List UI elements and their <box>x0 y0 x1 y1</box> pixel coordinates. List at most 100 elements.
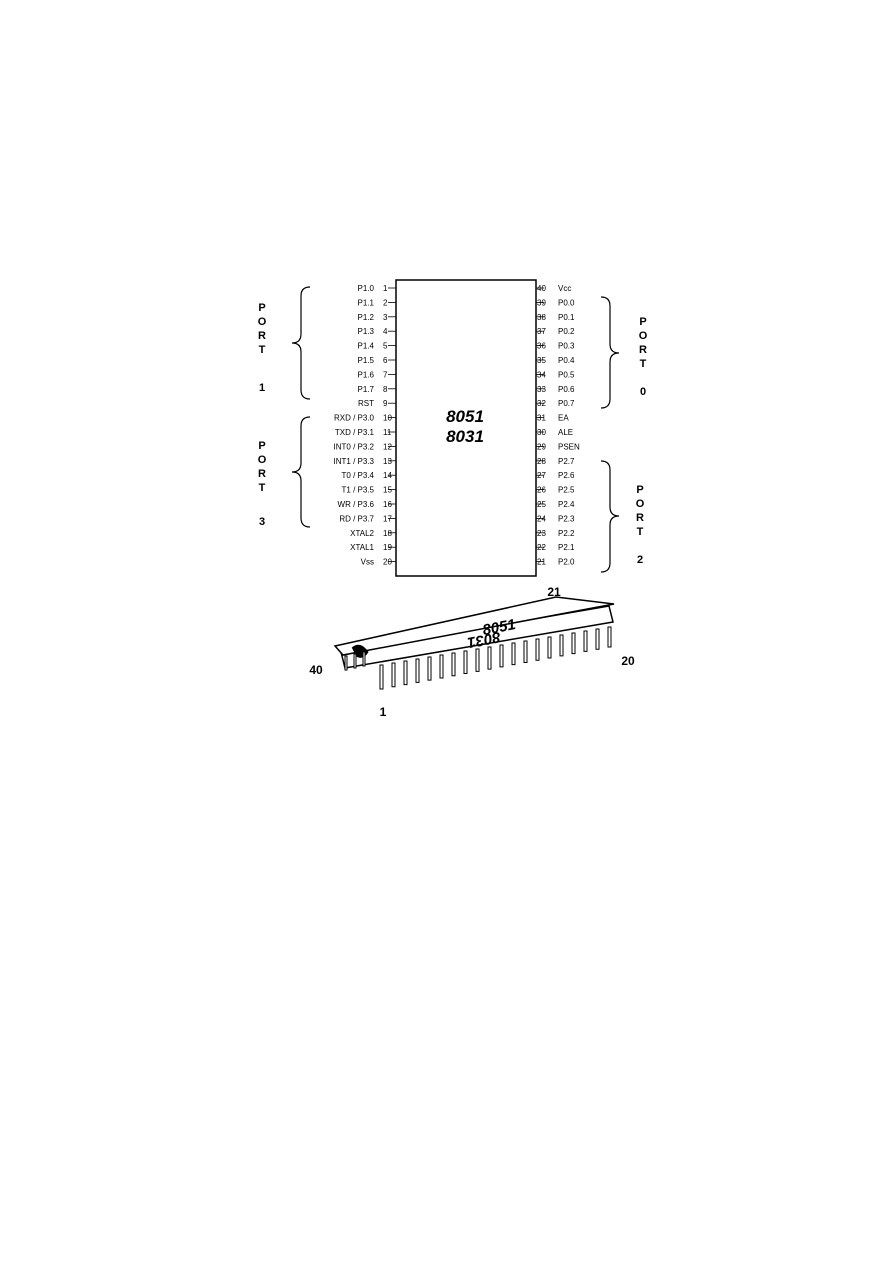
left-pin-label: Vss <box>361 558 374 567</box>
port-0-letter: 0 <box>640 386 646 398</box>
right-pin-number: 22 <box>537 543 546 552</box>
left-pin-label: T0 / P3.4 <box>342 471 375 480</box>
port-3-letter: O <box>258 454 267 466</box>
port-0-letter: P <box>639 316 646 328</box>
left-pin-label: P1.2 <box>358 313 375 322</box>
package-pin-1-label: 1 <box>380 705 387 719</box>
right-pin-number: 28 <box>537 457 546 466</box>
left-pin-number: 19 <box>383 543 392 552</box>
chip-name-line2: 8031 <box>446 427 484 446</box>
package-pin <box>595 628 600 650</box>
package-pin-row <box>344 626 612 690</box>
left-pin-label: P1.6 <box>358 370 375 379</box>
left-pin-number: 7 <box>383 370 388 379</box>
left-pin-number: 2 <box>383 298 388 307</box>
package-rear-pin <box>353 653 357 669</box>
left-pin-label: P1.1 <box>358 298 375 307</box>
left-pin-number: 8 <box>383 385 388 394</box>
right-pin-label: ALE <box>558 428 573 437</box>
right-pin-label: P0.3 <box>558 342 575 351</box>
right-pin-number: 26 <box>537 486 546 495</box>
right-pin-number: 39 <box>537 298 546 307</box>
package-label-line1: 8051 <box>481 616 517 639</box>
right-pin-number: 34 <box>537 370 546 379</box>
left-pin-label: P1.5 <box>358 356 375 365</box>
package-label-line2: 8031 <box>466 628 502 651</box>
port-1-letter: R <box>258 330 266 342</box>
package-pin <box>511 642 516 666</box>
package-pin <box>391 662 396 688</box>
port-2-letter: 2 <box>637 554 643 566</box>
right-pin-label: Vcc <box>558 284 571 293</box>
package-pin <box>487 646 492 670</box>
package-pin <box>415 658 420 683</box>
left-pin-label: P1.3 <box>358 327 375 336</box>
port-2-letter: P <box>636 484 643 496</box>
brace-port-2 <box>600 460 620 573</box>
right-pin-number: 24 <box>537 514 546 523</box>
right-pin-number: 40 <box>537 284 546 293</box>
port-1-letter: O <box>258 316 267 328</box>
dip-package-illustration: 8051 8031 40 1 21 20 <box>309 585 635 719</box>
port-1-letter: P <box>258 302 265 314</box>
right-pin-number: 27 <box>537 471 546 480</box>
package-pin <box>547 636 552 659</box>
package-pin <box>535 638 540 661</box>
package-pin-40-label: 40 <box>309 663 323 677</box>
chip-name-line1: 8051 <box>446 407 484 426</box>
package-pin <box>571 632 576 655</box>
package-pin-20-label: 20 <box>621 654 635 668</box>
port-3-letter: 3 <box>259 516 265 528</box>
port-2-letter: R <box>636 512 644 524</box>
left-pin-number: 20 <box>383 558 392 567</box>
left-pin-number: 1 <box>383 284 388 293</box>
brace-port-1 <box>291 286 311 400</box>
left-pin-label: P1.4 <box>358 342 375 351</box>
package-top <box>333 596 615 656</box>
right-pin-number: 32 <box>537 399 546 408</box>
brace-port-0 <box>600 296 620 409</box>
right-pin-label: P2.0 <box>558 558 575 567</box>
port-3-letter: P <box>258 440 265 452</box>
port-0-letter: O <box>639 330 648 342</box>
package-pin <box>607 626 612 648</box>
port-2-letter: T <box>637 526 644 538</box>
left-pin-label: INT0 / P3.2 <box>334 442 375 451</box>
right-pin-label: P0.5 <box>558 370 575 379</box>
package-pin <box>427 656 432 681</box>
package-rear-pin <box>362 651 366 667</box>
brace-port-3 <box>291 416 311 528</box>
port-0-letter: T <box>640 358 647 370</box>
left-pin-number: 17 <box>383 514 392 523</box>
right-pin-label: PSEN <box>558 442 580 451</box>
port-1-letter: T <box>259 344 266 356</box>
left-pin-label: TXD / P3.1 <box>335 428 375 437</box>
right-pin-number: 38 <box>537 313 546 322</box>
left-pin-label: P1.7 <box>358 385 375 394</box>
package-rear-pin <box>344 655 348 671</box>
left-pin-number: 12 <box>383 442 392 451</box>
package-pin <box>559 634 564 657</box>
right-pin-label: P2.6 <box>558 471 575 480</box>
right-pin-label: P2.3 <box>558 514 575 523</box>
package-pin <box>463 650 468 675</box>
package-pin <box>451 652 456 677</box>
package-pin <box>403 660 408 686</box>
port-3-letter: T <box>259 482 266 494</box>
right-pin-label: P0.6 <box>558 385 575 394</box>
left-pin-number: 9 <box>383 399 388 408</box>
right-pin-number: 35 <box>537 356 546 365</box>
package-pin-21-label: 21 <box>547 585 561 599</box>
port-0-letter: R <box>639 344 647 356</box>
right-pin-number: 23 <box>537 529 546 538</box>
right-pin-label: P2.1 <box>558 543 575 552</box>
left-pin-label: INT1 / P3.3 <box>334 457 375 466</box>
right-pin-label: P2.5 <box>558 486 575 495</box>
left-pin-number: 6 <box>383 356 388 365</box>
right-pin-number: 31 <box>537 414 546 423</box>
